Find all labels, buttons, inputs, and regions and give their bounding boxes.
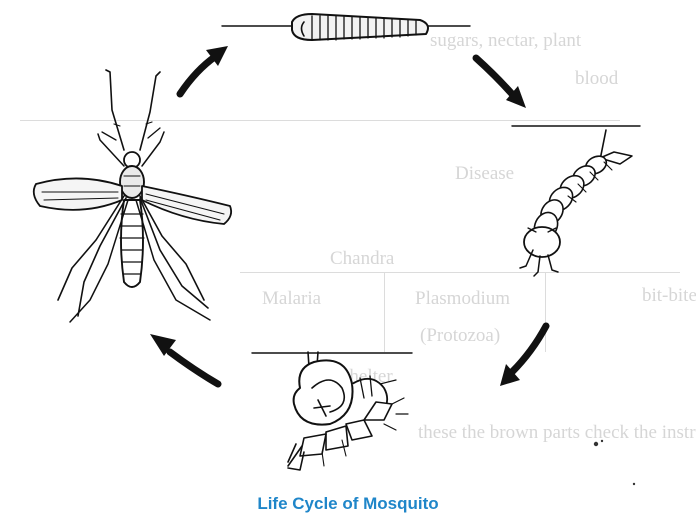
adult-mosquito	[32, 69, 233, 323]
ghost-text: Disease	[455, 163, 515, 184]
ghost-text: (Protozoa)	[420, 325, 501, 346]
ghost-text: Plasmodium	[415, 288, 511, 309]
egg-raft	[221, 13, 471, 41]
ghost-text: bit-bite	[642, 285, 696, 306]
ghost-text: blood	[575, 68, 619, 89]
ghost-rule	[545, 272, 546, 352]
ghost-rule	[384, 272, 385, 352]
larva	[511, 125, 641, 277]
arrow-adult-to-egg	[176, 46, 228, 98]
ghost-text: these the brown parts check the instru	[418, 422, 696, 443]
arrow-pupa-to-adult	[150, 334, 222, 388]
diagram-caption: Life Cycle of Mosquito	[257, 494, 439, 513]
ghost-text: sugars, nectar, plant	[430, 30, 582, 51]
ghost-rule	[20, 120, 620, 121]
cycle-arrows	[150, 46, 550, 388]
ghost-rule	[240, 272, 680, 273]
arrow-larva-to-pupa	[500, 322, 550, 386]
ghost-text: Chandra	[330, 248, 395, 269]
ghost-text: Malaria	[262, 288, 322, 309]
pupa	[251, 351, 413, 471]
speck-marks	[593, 439, 636, 486]
arrow-egg-to-larva	[472, 54, 526, 108]
